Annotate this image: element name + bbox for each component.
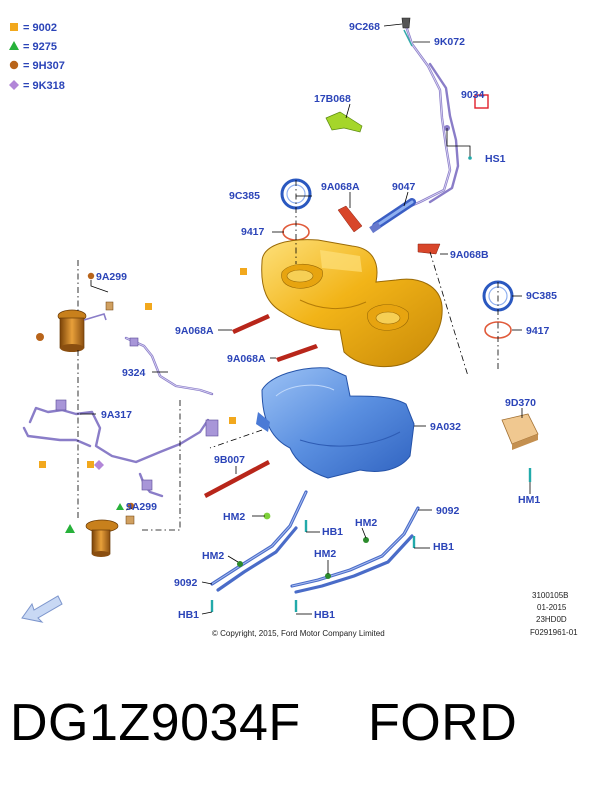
clip-icon bbox=[363, 537, 369, 543]
callout-hm2-c: HM2 bbox=[202, 550, 224, 562]
triangle-marker-icon bbox=[65, 524, 75, 533]
part-number: DG1Z9034F bbox=[10, 694, 301, 752]
clip-icon bbox=[263, 512, 271, 520]
circle-marker-icon bbox=[87, 272, 95, 280]
clip-icon bbox=[325, 573, 331, 579]
callout-9d370: 9D370 bbox=[505, 397, 536, 409]
orientation-arrow-icon bbox=[21, 595, 63, 623]
callout-9417-top: 9417 bbox=[241, 226, 265, 238]
callout-hb1-c: HB1 bbox=[178, 609, 199, 621]
legend-circle-icon bbox=[9, 60, 19, 70]
leader-lines bbox=[80, 23, 531, 615]
callout-hm1: HM1 bbox=[518, 494, 540, 506]
pad-9a068a-low bbox=[276, 344, 318, 362]
callout-hb1-a: HB1 bbox=[322, 526, 343, 538]
legend-square-icon bbox=[10, 23, 18, 31]
callout-9092-left: 9092 bbox=[174, 577, 198, 589]
square-marker-icon bbox=[240, 268, 247, 275]
filler-pipe-assembly bbox=[369, 17, 489, 234]
callout-9a299-top: 9A299 bbox=[96, 271, 127, 283]
fastener-markers bbox=[36, 268, 532, 612]
callout-hm2-d: HM2 bbox=[314, 548, 336, 560]
callout-9c385-top: 9C385 bbox=[229, 190, 260, 202]
fuel-pump-upper bbox=[57, 309, 107, 352]
meta-line-3: 23HD0D bbox=[536, 615, 567, 624]
diamond-marker-icon bbox=[94, 460, 104, 470]
callout-9c268: 9C268 bbox=[349, 21, 380, 33]
callout-labels: 9C268 9K072 9034 17B068 HS1 9C385 9A068A… bbox=[96, 21, 557, 621]
fuel-tank bbox=[261, 239, 443, 368]
pad-9a068a-top bbox=[337, 205, 363, 233]
legend-triangle-icon bbox=[9, 41, 19, 50]
square-marker-icon bbox=[39, 461, 46, 468]
callout-9047: 9047 bbox=[392, 181, 416, 193]
callout-9a299-low: 9A299 bbox=[126, 501, 157, 513]
callout-9324: 9324 bbox=[122, 367, 146, 379]
bracket-17b068 bbox=[325, 111, 363, 133]
meta-line-1: 3100105B bbox=[532, 591, 568, 600]
legend-label-9275: = 9275 bbox=[23, 41, 57, 53]
legend-diamond-icon bbox=[9, 80, 19, 90]
callout-9k072: 9K072 bbox=[434, 36, 465, 48]
heat-shield-9a032 bbox=[256, 367, 415, 479]
legend-label-9k318: = 9K318 bbox=[23, 80, 65, 92]
callout-9a068a-top: 9A068A bbox=[321, 181, 360, 193]
module-9d370 bbox=[501, 413, 539, 450]
triangle-marker-icon bbox=[116, 503, 124, 510]
circle-marker-icon bbox=[36, 333, 44, 341]
legend-label-9002: = 9002 bbox=[23, 22, 57, 34]
drawing-meta-block: 3100105B 01-2015 23HD0D F0291961-01 bbox=[530, 591, 578, 637]
copyright-text: © Copyright, 2015, Ford Motor Company Li… bbox=[212, 629, 385, 638]
fuel-pump-lower bbox=[85, 519, 119, 557]
callout-hs1: HS1 bbox=[485, 153, 506, 165]
callout-17b068: 17B068 bbox=[314, 93, 351, 105]
square-marker-icon bbox=[87, 461, 94, 468]
meta-line-4: F0291961-01 bbox=[530, 628, 578, 637]
pad-9a068a-left bbox=[232, 314, 270, 334]
pad-9a068b bbox=[417, 243, 441, 255]
meta-line-2: 01-2015 bbox=[537, 603, 567, 612]
callout-9a068a-left: 9A068A bbox=[175, 325, 214, 337]
callout-9b007: 9B007 bbox=[214, 454, 245, 466]
clip-icon bbox=[237, 561, 243, 567]
pad-9b007 bbox=[204, 460, 270, 498]
tank-straps bbox=[210, 490, 420, 594]
callout-9a317: 9A317 bbox=[101, 409, 132, 421]
legend-label-9h307: = 9H307 bbox=[23, 60, 65, 72]
callout-9a068a-low: 9A068A bbox=[227, 353, 266, 365]
callout-9034: 9034 bbox=[461, 89, 485, 101]
brand-name: FORD bbox=[368, 694, 518, 752]
callout-9a032: 9A032 bbox=[430, 421, 461, 433]
callout-9a068b: 9A068B bbox=[450, 249, 489, 261]
callout-9417-right: 9417 bbox=[526, 325, 550, 337]
callout-hm2-a: HM2 bbox=[223, 511, 245, 523]
callout-hm2-b: HM2 bbox=[355, 517, 377, 529]
circle-marker-icon bbox=[127, 502, 135, 510]
callout-9c385-right: 9C385 bbox=[526, 290, 557, 302]
square-marker-icon bbox=[229, 417, 236, 424]
callout-9092-right: 9092 bbox=[436, 505, 460, 517]
square-marker-icon bbox=[145, 303, 152, 310]
assembly-centerlines bbox=[77, 180, 499, 531]
callout-hb1-b: HB1 bbox=[433, 541, 454, 553]
highlighted-part-9034-box bbox=[474, 94, 489, 109]
legend: = 9002 = 9275 = 9H307 = 9K318 bbox=[9, 22, 65, 92]
callout-hb1-d: HB1 bbox=[314, 609, 335, 621]
fuel-system-exploded-diagram: = 9002 = 9275 = 9H307 = 9K318 bbox=[9, 17, 578, 638]
